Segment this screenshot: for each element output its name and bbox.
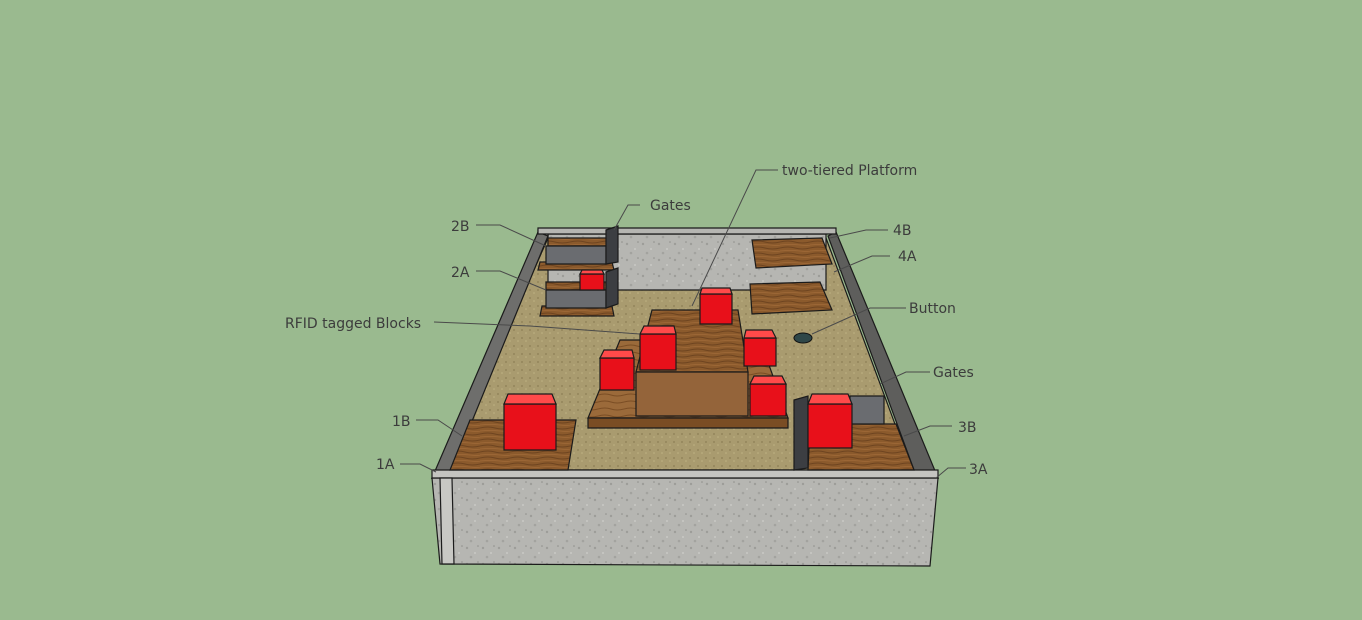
label-gates-right: Gates [933,365,974,381]
rfid-block [640,326,676,370]
rfid-block [700,288,732,324]
rfid-block [808,394,852,448]
button-icon [794,333,812,343]
rfid-block [580,270,604,290]
label-3a: 3A [969,462,988,478]
rfid-block [750,376,786,416]
label-2a: 2A [451,265,470,281]
front-wall [432,478,938,566]
label-1b: 1B [392,414,411,430]
label-2b: 2B [451,219,470,235]
label-1a: 1A [376,457,395,473]
station-4B [752,238,832,268]
label-4a: 4A [898,249,917,265]
label-two-tiered-platform: two-tiered Platform [782,163,917,179]
label-3b: 3B [958,420,977,436]
rfid-block [504,394,556,450]
station-4A [750,282,832,314]
label-rfid-blocks: RFID tagged Blocks [285,316,421,332]
label-button: Button [909,301,956,317]
rfid-block [744,330,776,366]
rfid-block [600,350,634,390]
label-gates-top: Gates [650,198,691,214]
label-4b: 4B [893,223,912,239]
